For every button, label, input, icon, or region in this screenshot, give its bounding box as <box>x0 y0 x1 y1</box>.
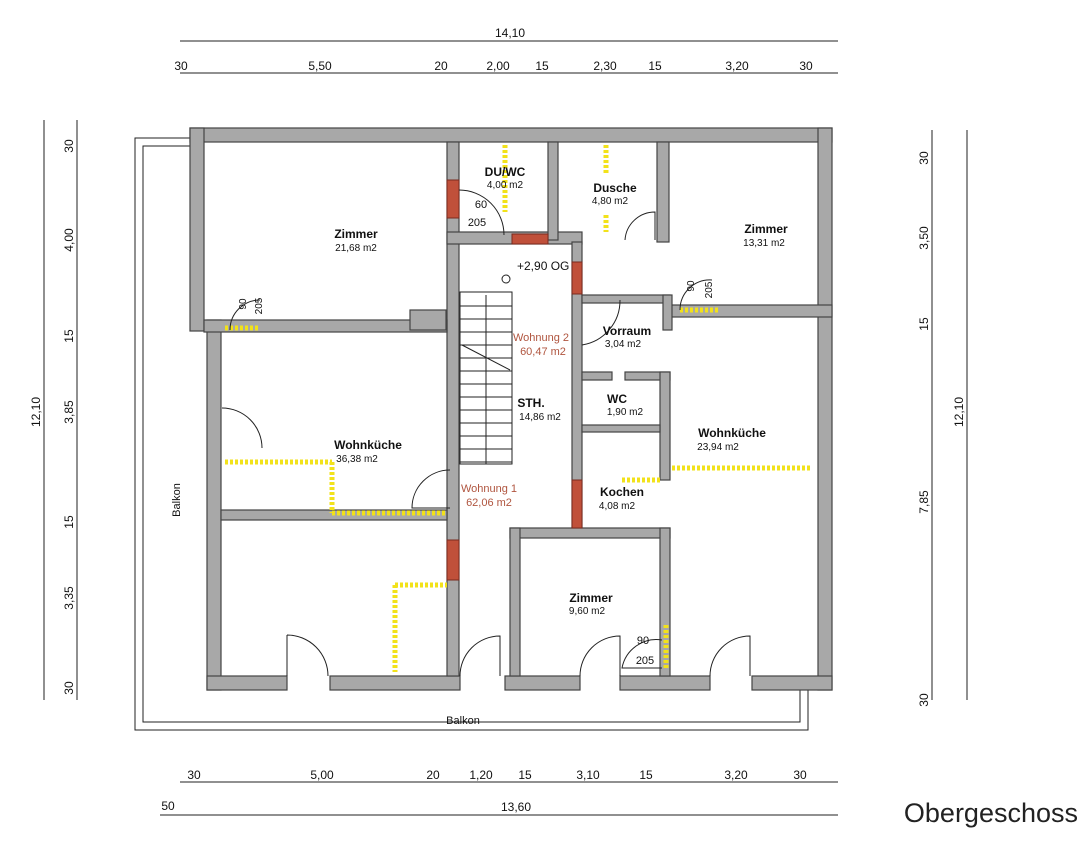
dim-top: 3,20 <box>725 59 749 73</box>
room-name: Zimmer <box>569 591 613 605</box>
balcony-left-label: Balkon <box>171 483 183 517</box>
dim-bottom-offset: 50 <box>161 799 175 813</box>
dim-bottom: 5,00 <box>310 768 334 782</box>
dim-left-total: 12,10 <box>29 397 43 427</box>
dim-top: 2,00 <box>486 59 510 73</box>
dim-top-total: 14,10 <box>495 26 525 40</box>
unit-area: 60,47 m2 <box>520 346 566 358</box>
room-name: Kochen <box>600 485 644 499</box>
dim-bottom: 30 <box>187 768 201 782</box>
room-name: STH. <box>517 396 544 410</box>
room-name: Dusche <box>593 181 637 195</box>
dim-top: 20 <box>434 59 448 73</box>
dim-left: 30 <box>62 139 76 153</box>
dim-right: 30 <box>917 693 931 707</box>
dimension-labels: 14,10 30 5,50 20 2,00 15 2,30 15 3,20 30… <box>29 26 966 814</box>
balcony-outline <box>134 137 809 731</box>
door-width: 90 <box>686 280 697 292</box>
door-width: 90 <box>238 298 249 310</box>
room-name: Vorraum <box>603 324 651 338</box>
dim-left: 15 <box>62 515 76 529</box>
room-labels: Zimmer 21,68 m2 DU/WC 4,00 m2 Dusche 4,8… <box>171 165 788 727</box>
room-name: Zimmer <box>334 227 378 241</box>
dim-left: 30 <box>62 681 76 695</box>
walls <box>189 127 833 691</box>
room-name: Zimmer <box>744 222 788 236</box>
level-marker-icon <box>501 274 511 284</box>
unit-name: Wohnung 1 <box>461 483 517 495</box>
room-area: 4,00 m2 <box>487 180 524 191</box>
dim-right: 15 <box>917 317 931 331</box>
dim-bottom: 15 <box>639 768 653 782</box>
balcony-bottom-label: Balkon <box>446 715 480 727</box>
dim-top: 30 <box>174 59 188 73</box>
room-area: 9,60 m2 <box>569 606 606 617</box>
room-name: WC <box>607 392 627 406</box>
room-area: 3,04 m2 <box>605 339 642 350</box>
dim-left: 4,00 <box>62 228 76 252</box>
floor-title: Obergeschoss <box>903 798 1078 828</box>
dim-bottom: 15 <box>518 768 532 782</box>
room-area: 23,94 m2 <box>697 442 739 453</box>
dim-bottom: 3,10 <box>576 768 600 782</box>
unit-name: Wohnung 2 <box>513 332 569 344</box>
room-name: Wohnküche <box>334 438 402 452</box>
door-height: 205 <box>254 297 265 314</box>
dim-left: 3,85 <box>62 400 76 424</box>
dim-top: 15 <box>648 59 662 73</box>
dim-bottom: 3,20 <box>724 768 748 782</box>
room-area: 14,86 m2 <box>519 412 561 423</box>
dim-top: 5,50 <box>308 59 332 73</box>
dim-left: 3,35 <box>62 586 76 610</box>
dim-top: 2,30 <box>593 59 617 73</box>
dim-top: 15 <box>535 59 549 73</box>
dim-bottom: 30 <box>793 768 807 782</box>
staircase <box>459 291 513 465</box>
yellow-markings <box>225 145 812 672</box>
door-height: 205 <box>704 281 715 298</box>
room-area: 4,08 m2 <box>599 501 636 512</box>
dim-right: 3,50 <box>917 226 931 250</box>
room-area: 1,90 m2 <box>607 407 644 418</box>
room-area: 4,80 m2 <box>592 196 629 207</box>
room-area: 36,38 m2 <box>336 454 378 465</box>
dim-right: 7,85 <box>917 490 931 514</box>
dim-bottom-total: 13,60 <box>501 800 531 814</box>
dim-right: 30 <box>917 151 931 165</box>
dim-right-total: 12,10 <box>952 397 966 427</box>
dimension-lines <box>43 40 968 816</box>
room-area: 21,68 m2 <box>335 243 377 254</box>
dim-top: 30 <box>799 59 813 73</box>
dim-left: 15 <box>62 329 76 343</box>
dim-bottom: 1,20 <box>469 768 493 782</box>
room-name: DU/WC <box>485 165 526 179</box>
room-name: Wohnküche <box>698 426 766 440</box>
room-area: 13,31 m2 <box>743 238 785 249</box>
doors <box>221 189 751 677</box>
door-height: 205 <box>468 217 486 229</box>
door-width: 60 <box>475 199 487 211</box>
unit-area: 62,06 m2 <box>466 497 512 509</box>
level-mark: +2,90 OG <box>517 259 569 273</box>
door-height: 205 <box>636 655 654 667</box>
dim-bottom: 20 <box>426 768 440 782</box>
door-width: 90 <box>637 635 649 647</box>
